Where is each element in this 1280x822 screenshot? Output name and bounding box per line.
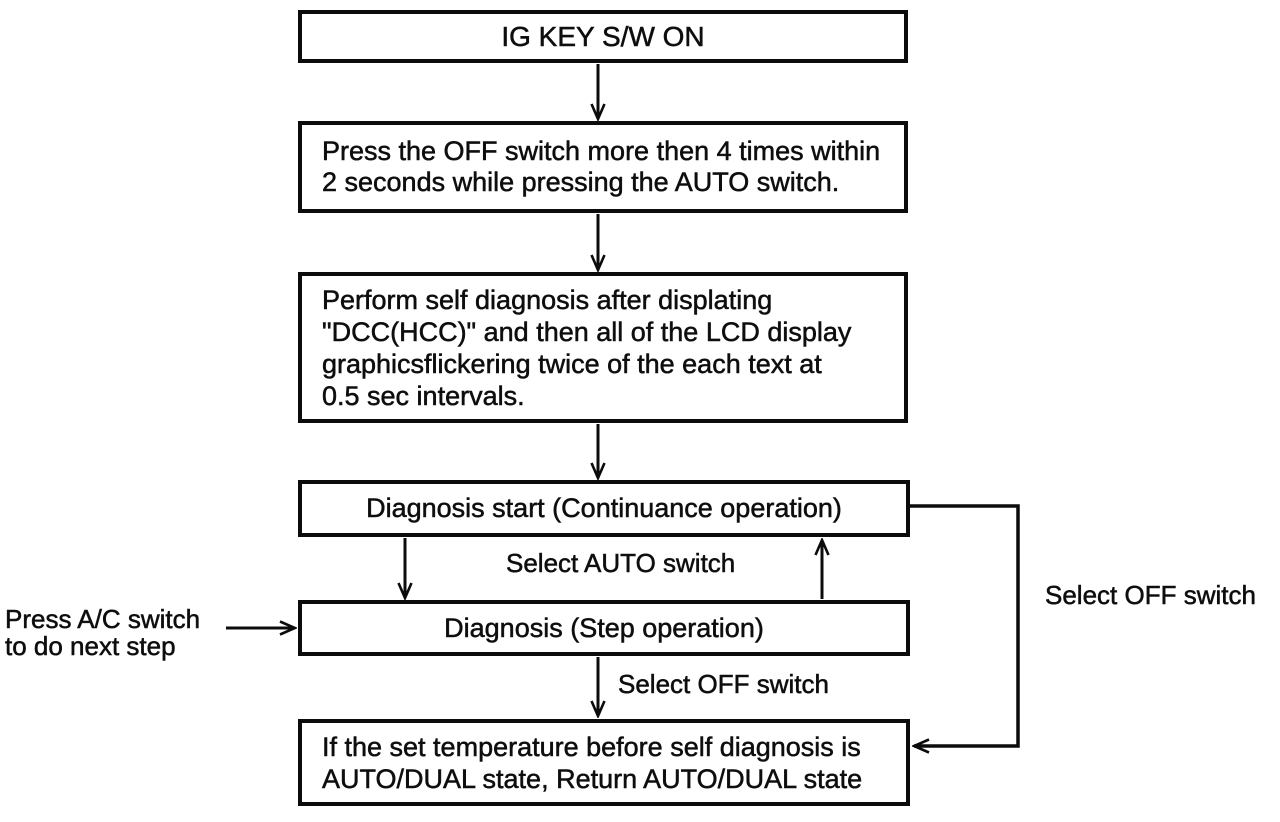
node-diagnosis-step: Diagnosis (Step operation) [298, 600, 910, 656]
node-text-line: "DCC(HCC)" and then all of the LCD displ… [322, 316, 852, 347]
node-text-line: Press the OFF switch more then 4 times w… [322, 136, 881, 167]
edge-label-select-off-switch: Select OFF switch [618, 669, 829, 699]
node-text-line: AUTO/DUAL state, Return AUTO/DUAL state [322, 763, 863, 794]
node-return-auto-dual: If the set temperature before self diagn… [298, 719, 910, 806]
side-note-press-ac-switch: Press A/C switch to do next step [5, 604, 201, 661]
node-text-line: graphicsflickering twice of the each tex… [322, 348, 822, 379]
node-text-line: 2 seconds while pressing the AUTO switch… [322, 167, 840, 198]
edge-label-select-auto-switch: Select AUTO switch [506, 548, 736, 578]
node-text-line: If the set temperature before self diagn… [322, 731, 861, 762]
node-diagnosis-start: Diagnosis start (Continuance operation) [298, 480, 910, 537]
node-label: Diagnosis start (Continuance operation) [366, 493, 842, 524]
node-text-line: Perform self diagnosis after displating [322, 284, 773, 315]
node-ig-key-on: IG KEY S/W ON [298, 10, 908, 63]
node-press-off-switch: Press the OFF switch more then 4 times w… [298, 121, 908, 213]
arrow-start-to-return-loop [910, 504, 1020, 746]
node-text-line: 0.5 sec intervals. [322, 380, 525, 411]
node-label: Diagnosis (Step operation) [444, 612, 764, 643]
side-note-line: Press A/C switch [5, 604, 201, 634]
side-note-line: to do next step [5, 631, 176, 661]
node-perform-self-diagnosis: Perform self diagnosis after displating … [298, 272, 908, 423]
edge-label-select-off-switch-loop: Select OFF switch [1045, 580, 1256, 610]
node-label: IG KEY S/W ON [501, 21, 705, 53]
